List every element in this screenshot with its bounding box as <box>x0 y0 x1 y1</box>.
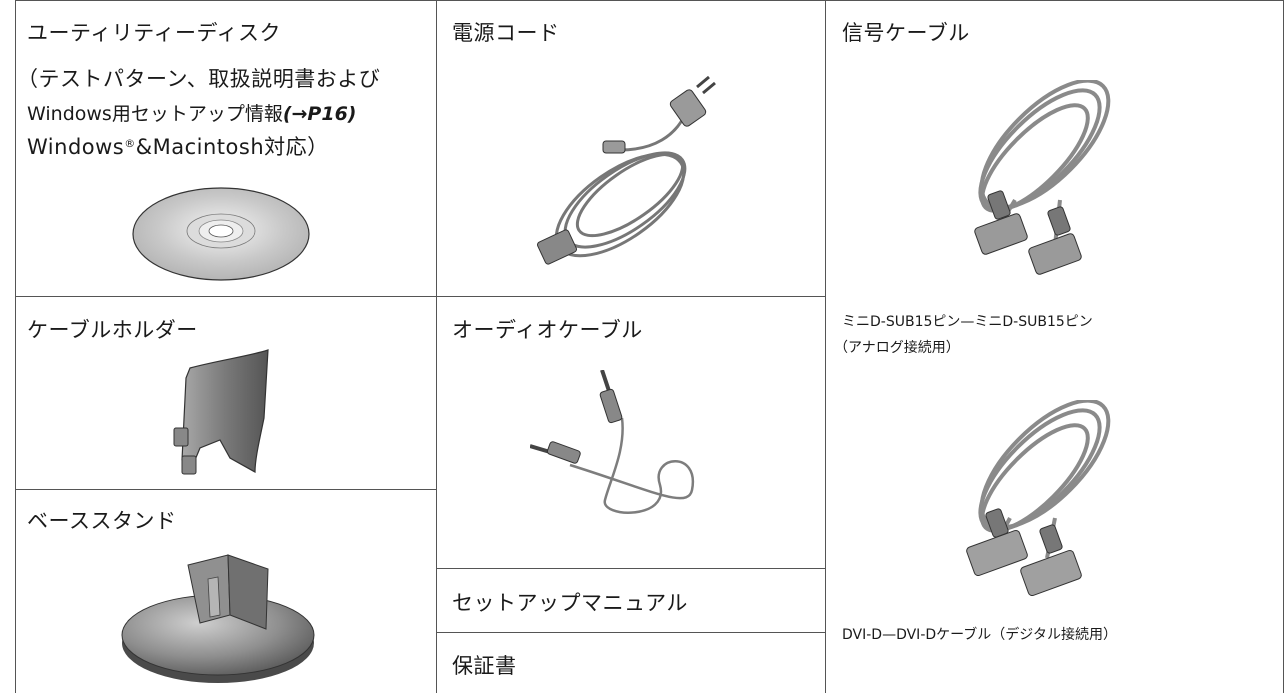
column-divider-1 <box>436 0 437 693</box>
cable-holder-title: ケーブルホルダー <box>27 318 198 342</box>
utility-disk-desc-line-3: Windows用セットアップ情報(→P16) <box>27 99 356 126</box>
utility-disk-desc-line-4: Windows®&Macintosh対応） <box>27 131 329 161</box>
utility-disk-setup-info: Windows用セットアップ情報 <box>27 103 283 125</box>
utility-disk-os-mac: &Macintosh対応） <box>135 135 329 159</box>
row-divider-col2-b <box>436 568 825 569</box>
table-top-border <box>15 0 1284 1</box>
power-cord-title: 電源コード <box>452 21 560 45</box>
row-divider-col1-b <box>15 489 436 490</box>
row-divider-col2-c <box>436 632 825 633</box>
signal-cable-title: 信号ケーブル <box>842 21 970 45</box>
audio-cable-icon <box>530 370 695 514</box>
utility-disk-desc-line-2: （テストパターン、取扱説明書および <box>17 67 381 91</box>
analog-cable-caption: ミニD-SUB15ピン—ミニD-SUB15ピン <box>842 314 1093 330</box>
setup-manual-title: セットアップマニュアル <box>452 591 688 615</box>
table-right-border <box>1283 0 1284 693</box>
base-stand-icon <box>121 554 315 683</box>
cd-disc-icon <box>132 187 310 281</box>
page-reference-link[interactable]: (→P16) <box>282 103 357 125</box>
cable-holder-icon <box>173 349 269 475</box>
registered-mark: ® <box>124 137 136 150</box>
column-divider-2 <box>825 0 826 693</box>
dvi-cable-icon <box>966 400 1111 597</box>
analog-cable-caption-sub: （アナログ接続用） <box>834 340 960 356</box>
utility-disk-os-windows: Windows <box>27 135 125 159</box>
base-stand-title: ベーススタンド <box>27 509 177 533</box>
audio-cable-title: オーディオケーブル <box>452 318 643 342</box>
power-cord-icon <box>537 75 716 265</box>
digital-cable-caption: DVI-D—DVI-Dケーブル（デジタル接続用） <box>842 627 1118 643</box>
warranty-title: 保証書 <box>452 654 517 678</box>
row-divider-col2-a <box>436 296 825 297</box>
utility-disk-title: ユーティリティーディスク <box>27 21 282 45</box>
row-divider-col1-a <box>15 296 436 297</box>
table-left-border <box>15 0 16 693</box>
vga-cable-icon <box>974 80 1111 275</box>
